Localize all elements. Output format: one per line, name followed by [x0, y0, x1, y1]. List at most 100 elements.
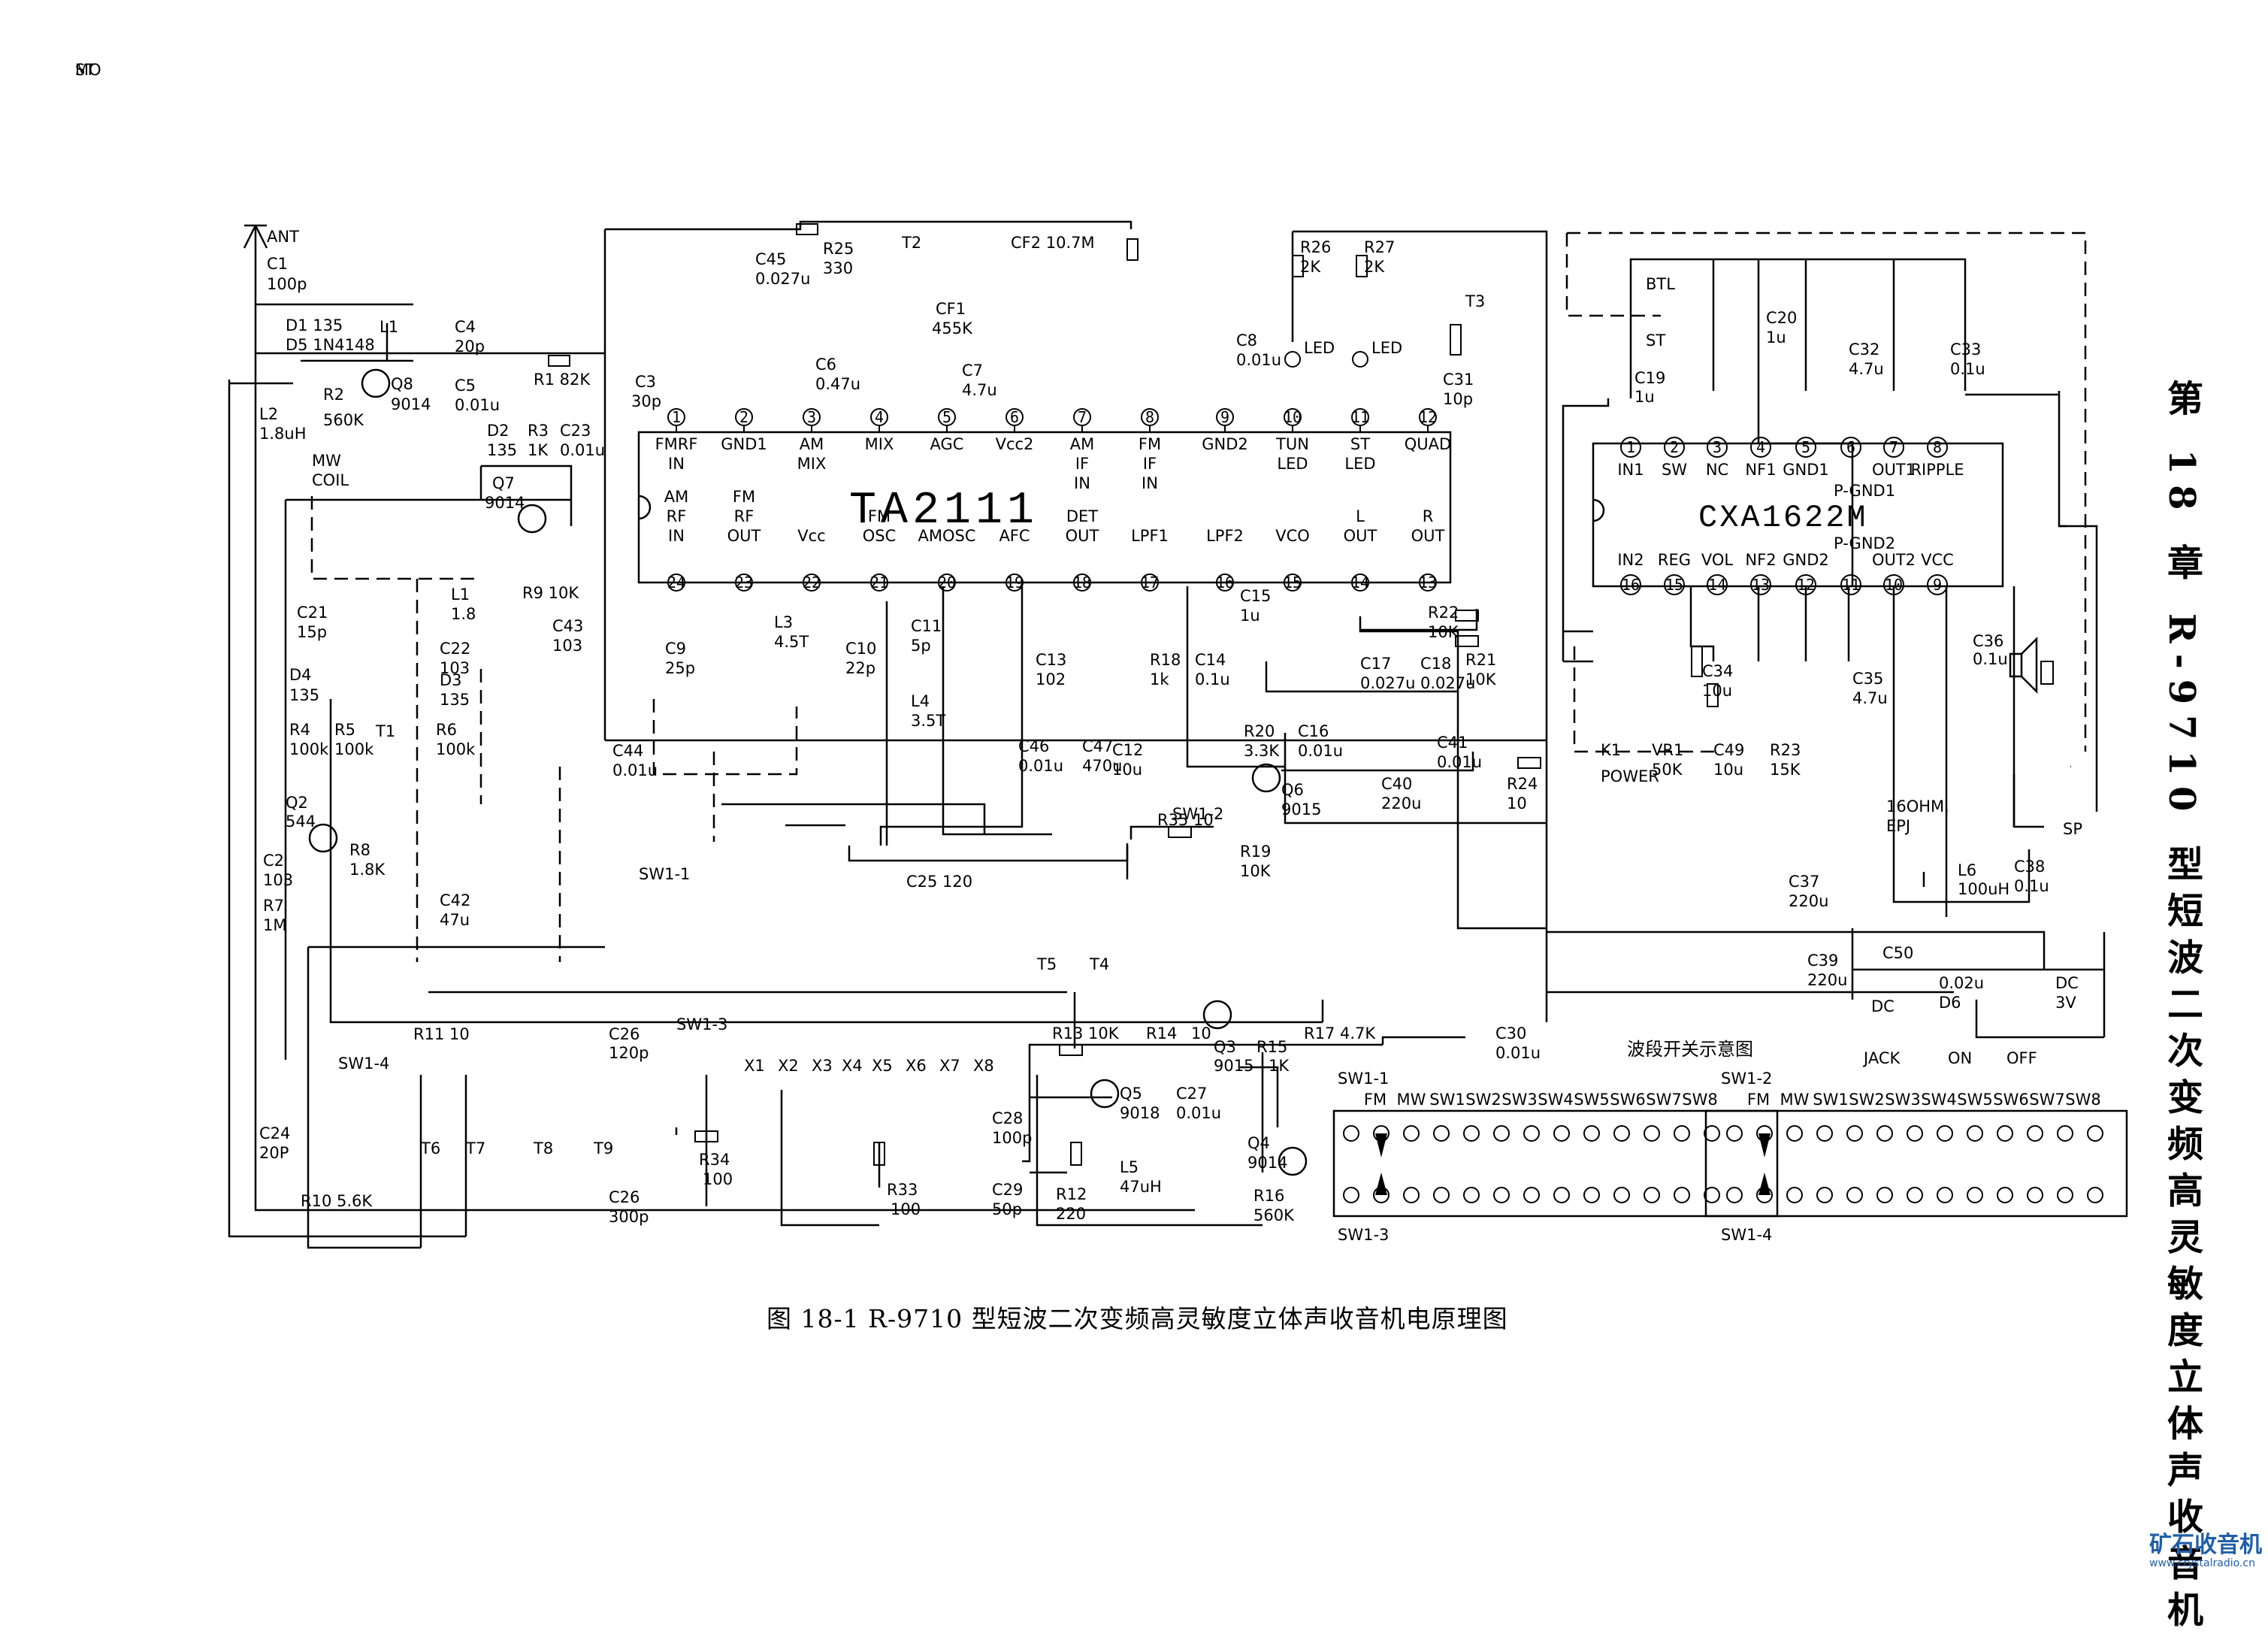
- component-label: 100p: [992, 1129, 1032, 1147]
- component-label: 1K: [528, 441, 549, 459]
- ic2-pin-label: VCC: [1921, 551, 1954, 569]
- component-label: 1.8K: [349, 861, 386, 879]
- transistor-q4: [1278, 1146, 1308, 1176]
- ic1-pin-label: FMRF: [655, 435, 698, 453]
- component-label: ANT: [267, 228, 299, 246]
- component-label: 0.027u: [755, 270, 810, 288]
- component-label: 0.01u: [1018, 757, 1063, 775]
- component-label: 20p: [455, 337, 485, 356]
- transistor-q7: [517, 504, 547, 534]
- component-label: R8: [349, 841, 370, 859]
- component-label: 103: [263, 871, 293, 889]
- component-label: 560K: [323, 411, 364, 429]
- ic1-pin-label: FM: [1139, 435, 1161, 453]
- switch-contact: [1433, 1187, 1450, 1203]
- ic1-pin-number: 23: [735, 573, 753, 592]
- switch-band-label: SW1: [1813, 1091, 1848, 1109]
- ic1-pin-group: 1FMRFIN2GND13AMMIX4MIX5AGC6Vcc27AMIFIN8F…: [655, 408, 1451, 592]
- switch-contact: [2027, 1125, 2043, 1142]
- component-label: C49: [1713, 741, 1744, 759]
- ic1-pin-label: LED: [1277, 455, 1308, 473]
- ic1-pin-number: 13: [1419, 573, 1437, 592]
- ic1-pin-label: IF: [1075, 455, 1089, 473]
- component-label: 9014: [485, 494, 525, 512]
- transistor-symbols: [308, 368, 1308, 1176]
- ic1-pin-14: [1351, 573, 1369, 592]
- switch-band-label: MW: [1397, 1091, 1426, 1109]
- component-label: DC: [2055, 974, 2079, 992]
- ic1-pin-label: AM: [664, 488, 688, 506]
- schematic-diagram: TA2111 CXA1622M P-GND1 P-GND2 1FMRFIN2GN…: [75, 61, 2128, 1249]
- component-label: CF1: [936, 300, 966, 318]
- ic1-pin-number: 17: [1141, 573, 1159, 592]
- component-label: 0.1u: [1950, 360, 1985, 378]
- ic1-pin-19: [1005, 573, 1024, 592]
- component-label: CF2 10.7M: [1011, 234, 1095, 252]
- band-switch-title: 波段开关示意图: [1627, 1039, 1753, 1060]
- switch-band-label: SW7: [1646, 1091, 1681, 1109]
- switch-contact: [1523, 1187, 1540, 1203]
- component-label: 22p: [845, 659, 875, 677]
- component-label: 455K: [932, 319, 973, 337]
- component-label: 100k: [334, 740, 374, 758]
- transistor-q8: [361, 368, 391, 398]
- ic1-pin-label: GND2: [1202, 435, 1248, 453]
- ic-ta2111: TA2111: [637, 431, 1452, 584]
- component-label: R2: [323, 386, 344, 404]
- component-label: R5: [334, 721, 355, 739]
- component-label: ST: [75, 61, 95, 79]
- component-label: T5: [1036, 955, 1057, 973]
- switch-contact: [1613, 1187, 1630, 1203]
- ic1-pin-18: [1073, 573, 1091, 592]
- ic1-pin-16: [1216, 573, 1234, 592]
- ic2-pin-number: 4: [1756, 438, 1765, 456]
- component-label: R4: [289, 721, 310, 739]
- component-label: SW1-4: [338, 1055, 389, 1073]
- ic2-pin-number: 12: [1797, 576, 1815, 594]
- component-label: 4.7u: [1852, 689, 1888, 707]
- component-label: 15p: [297, 623, 327, 641]
- component-label: MW: [312, 452, 341, 470]
- component-label: C4: [455, 318, 476, 336]
- ic2-pin-number: 6: [1846, 438, 1855, 456]
- component-label: 15K: [1770, 761, 1801, 779]
- component-label: C9: [665, 640, 686, 658]
- component-label: D5 1N4148: [286, 336, 375, 354]
- component-label: R10 5.6K: [301, 1192, 373, 1210]
- ic1-pin-number: 5: [942, 408, 951, 426]
- ic2-pin-label: RIPPLE: [1910, 461, 1964, 479]
- component-label: X2: [778, 1057, 799, 1075]
- switch-band-label: FM: [1364, 1091, 1387, 1109]
- component-label: 0.027u: [1360, 674, 1415, 692]
- ic2-pin-number: 9: [1933, 576, 1942, 594]
- component-label: 1K: [1269, 1057, 1290, 1075]
- ic2-pin-label: GND2: [1783, 551, 1829, 569]
- component-label: 330: [823, 259, 853, 277]
- component-label: 220u: [1789, 892, 1828, 910]
- ic1-pin-label: IN: [1074, 474, 1090, 492]
- ic1-pin-label: LED: [1344, 455, 1375, 473]
- component-label: 0.01u: [1437, 753, 1482, 771]
- component-label: 10u: [1713, 761, 1743, 779]
- component-label: C38: [2014, 858, 2045, 876]
- switch-band-label: SW7: [2029, 1091, 2064, 1109]
- ic1-pin-label: Vcc: [797, 527, 825, 545]
- switch-contact: [2027, 1187, 2043, 1203]
- component-label: R15: [1256, 1038, 1287, 1056]
- ic1-pin-label: AMOSC: [918, 527, 975, 545]
- component-label: C20: [1766, 309, 1797, 327]
- ic1-pin-label: MIX: [865, 435, 894, 453]
- ic-cxa1622m: CXA1622M P-GND1 P-GND2: [1592, 442, 2004, 588]
- component-label: R1 82K: [534, 371, 591, 389]
- component-label: JACK: [1862, 1049, 1901, 1067]
- ic2-pin-5: [1795, 437, 1816, 458]
- switch-contact: [1876, 1125, 1893, 1142]
- ic1-pin-label: AM: [800, 435, 824, 453]
- ic1-pin-label: LPF1: [1131, 527, 1169, 545]
- component-label: L3: [774, 613, 793, 631]
- ic2-pin-label: IN2: [1617, 551, 1644, 569]
- ic1-pin-label: Vcc2: [996, 435, 1034, 453]
- ic2-pin-label: GND1: [1783, 461, 1829, 479]
